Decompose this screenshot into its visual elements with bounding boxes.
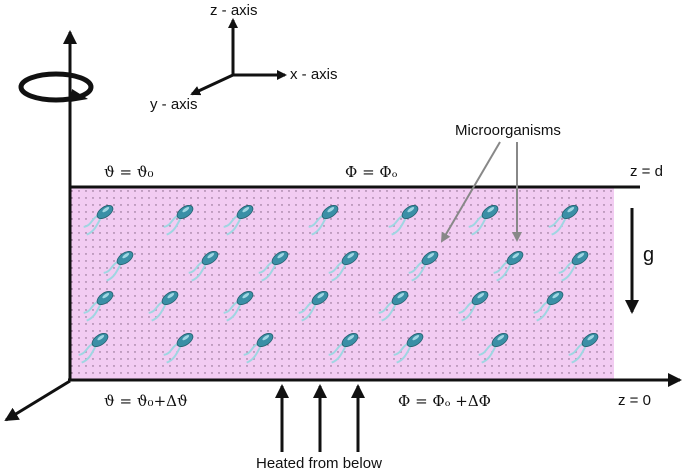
microorganism-20 xyxy=(458,291,489,322)
fluid-layer-dots xyxy=(70,187,614,380)
microorganism-17 xyxy=(223,291,254,322)
z-axis-label: z - axis xyxy=(210,2,258,19)
microorganism-2 xyxy=(163,205,194,236)
microorganism-16 xyxy=(148,291,179,322)
x-axis-label: x - axis xyxy=(290,66,338,83)
top-concentration-label: Φ = Φₒ xyxy=(345,163,398,181)
top-position-label: z = d xyxy=(630,163,663,180)
microorganism-12 xyxy=(408,251,439,282)
rotation-icon xyxy=(18,71,94,103)
microorganism-24 xyxy=(243,333,274,364)
rotation-arrowhead-icon xyxy=(70,89,88,102)
microorganism-3 xyxy=(223,205,254,236)
microorganism-22 xyxy=(78,333,109,364)
microorganism-14 xyxy=(558,251,589,282)
microorganism-18 xyxy=(298,291,329,322)
microorganism-23 xyxy=(163,333,194,364)
microorganism-4 xyxy=(308,205,339,236)
microorganism-21 xyxy=(533,291,564,322)
pointer-arrow-1 xyxy=(440,141,501,243)
top-temperature-label: ϑ = ϑ₀ xyxy=(104,163,154,181)
microorganism-8 xyxy=(103,251,134,282)
y-axis-label: y - axis xyxy=(150,96,198,113)
heated-from-below-label: Heated from below xyxy=(256,455,382,472)
microorganism-15 xyxy=(83,291,114,322)
microorganism-25 xyxy=(328,333,359,364)
microorganism-13 xyxy=(493,251,524,282)
microorganism-10 xyxy=(258,251,289,282)
frame-y-arrow xyxy=(190,73,234,96)
microorganisms-label: Microorganisms xyxy=(455,122,561,139)
microorganism-9 xyxy=(188,251,219,282)
microorganism-19 xyxy=(378,291,409,322)
microorganism-27 xyxy=(478,333,509,364)
microorganism-26 xyxy=(393,333,424,364)
microorganism-grid xyxy=(78,205,599,364)
microorganism-28 xyxy=(568,333,599,364)
bottom-temperature-label: ϑ = ϑ₀+Δϑ xyxy=(104,392,188,410)
bottom-concentration-label: Φ = Φₒ +ΔΦ xyxy=(398,392,491,410)
microorganism-7 xyxy=(548,205,579,236)
microorganism-1 xyxy=(83,205,114,236)
diagonal-axis xyxy=(4,379,71,422)
microorganism-5 xyxy=(388,205,419,236)
microorganism-11 xyxy=(328,251,359,282)
bottom-position-label: z = 0 xyxy=(618,392,651,409)
gravity-label: g xyxy=(643,244,655,266)
microorganism-6 xyxy=(468,205,499,236)
